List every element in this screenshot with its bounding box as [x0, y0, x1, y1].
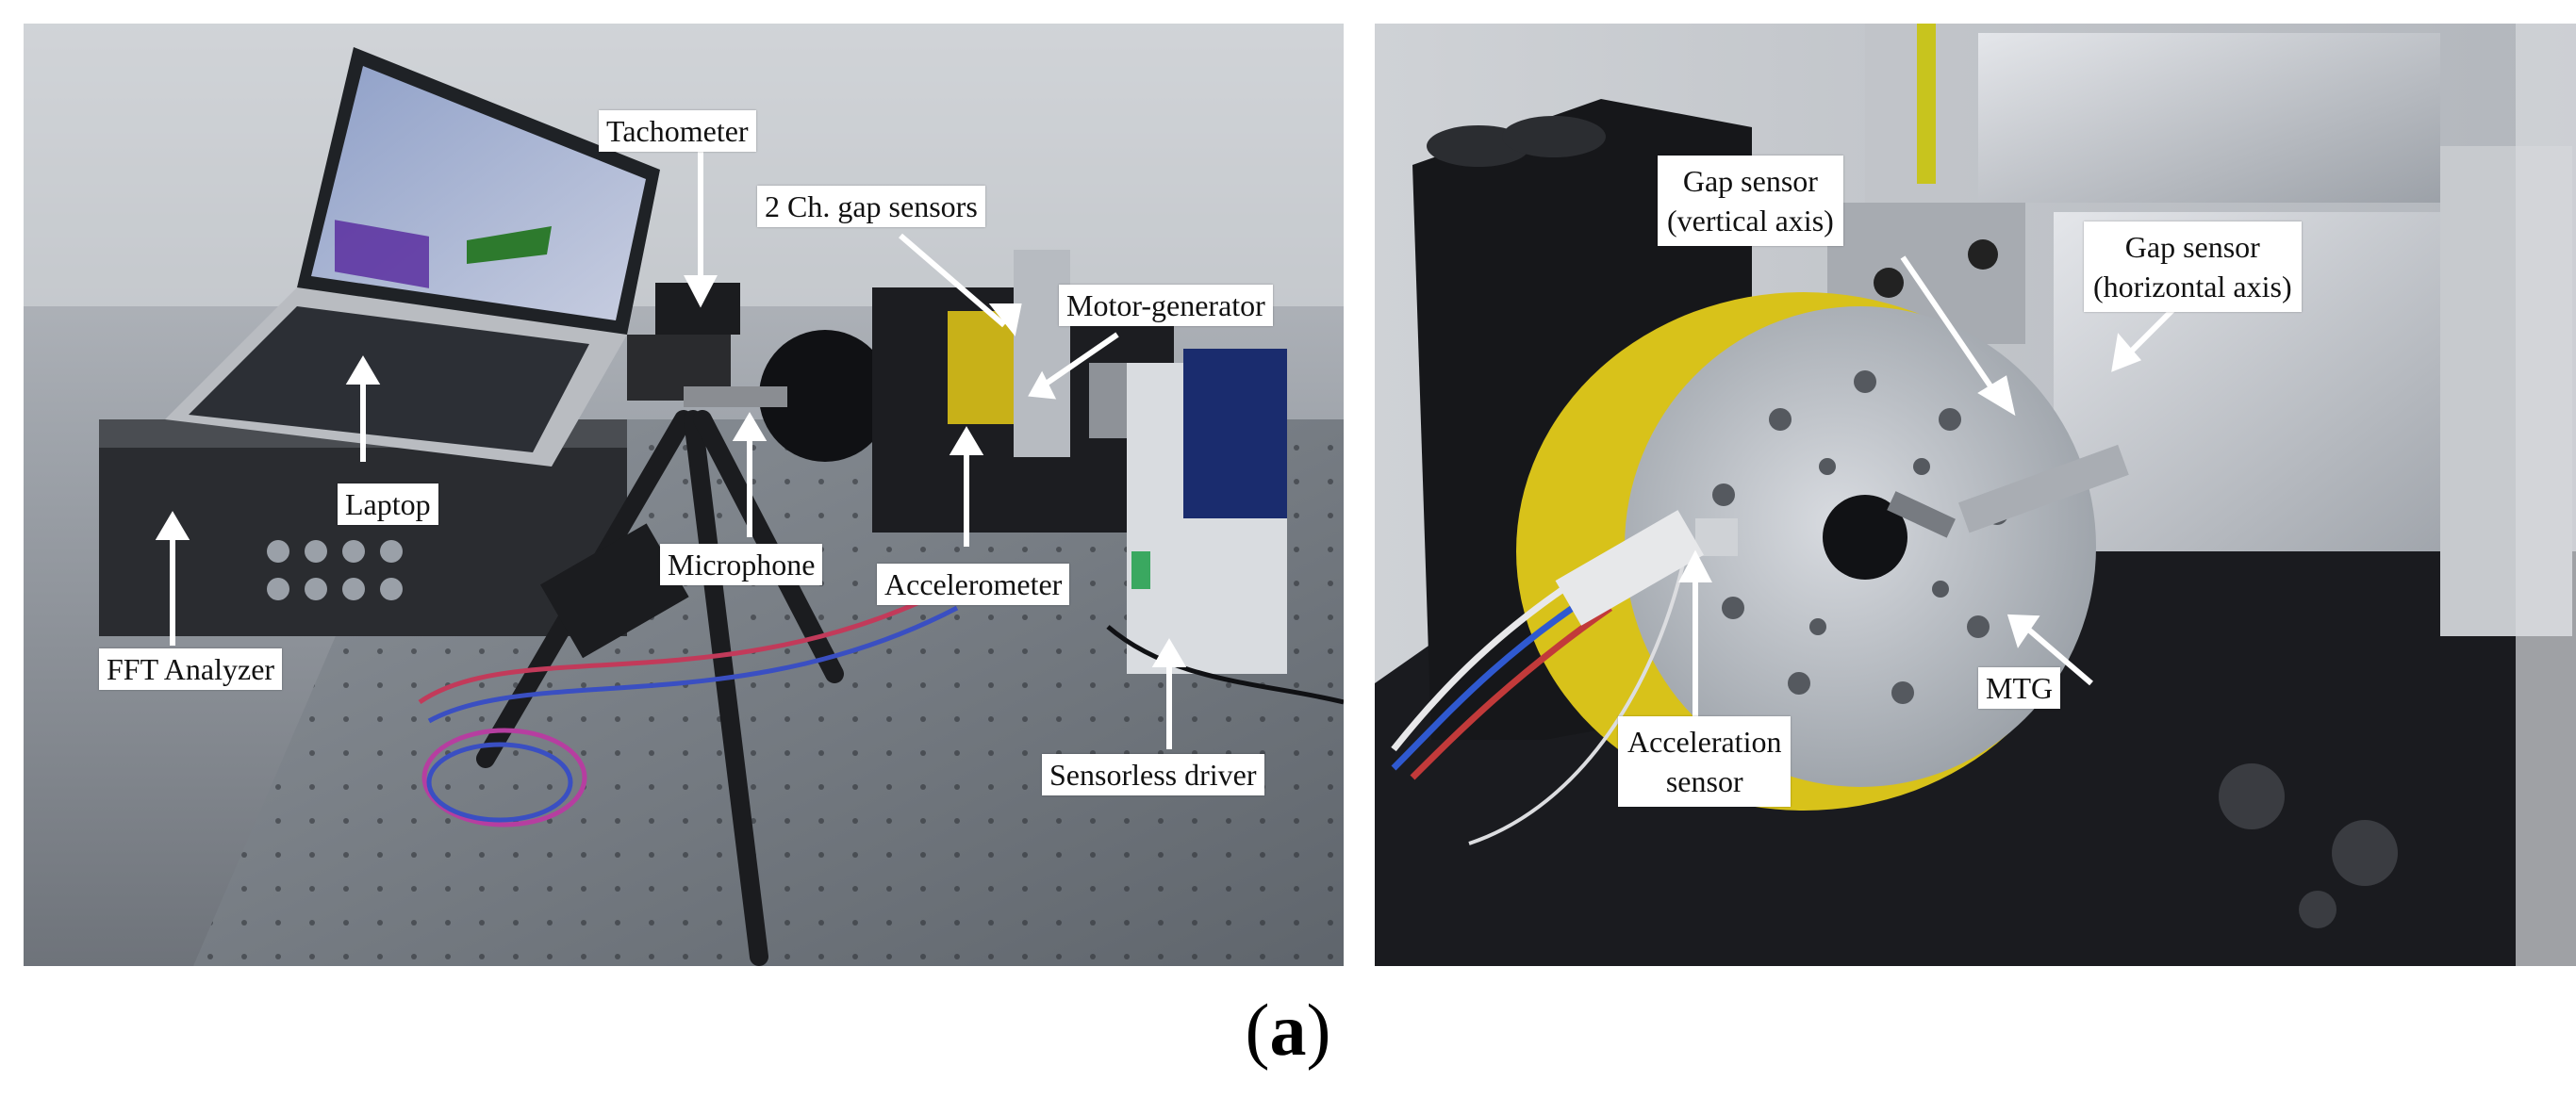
- right-photo-panel: Gap sensor (vertical axis) Gap sensor (h…: [1375, 24, 2576, 966]
- accelerometer-label: Accelerometer: [877, 564, 1070, 605]
- gap-sensor-horizontal-line1: Gap sensor: [2124, 230, 2260, 264]
- mtg-label: MTG: [1978, 667, 2061, 709]
- microphone-label: Microphone: [660, 544, 823, 585]
- rotor-closeup-photo: [1375, 24, 2576, 966]
- gap-sensor-horizontal-label: Gap sensor (horizontal axis): [2084, 221, 2302, 312]
- caption-close-paren: ): [1306, 989, 1331, 1071]
- acceleration-sensor-line2: sensor: [1665, 764, 1743, 798]
- left-photo-panel: Tachometer 2 Ch. gap sensors Motor-gener…: [24, 24, 1344, 966]
- caption-open-paren: (: [1245, 989, 1270, 1071]
- acceleration-sensor-label: Acceleration sensor: [1618, 716, 1792, 807]
- acceleration-sensor-line1: Acceleration: [1627, 725, 1782, 759]
- gap-sensor-vertical-label: Gap sensor (vertical axis): [1658, 156, 1843, 246]
- tachometer-label: Tachometer: [599, 110, 756, 152]
- laptop-label: Laptop: [338, 483, 438, 525]
- gap-sensor-horizontal-line2: (horizontal axis): [2093, 270, 2292, 303]
- fft-analyzer-label: FFT Analyzer: [99, 648, 283, 690]
- gap-sensor-vertical-line2: (vertical axis): [1667, 204, 1834, 238]
- experimental-setup-photo: [24, 24, 1344, 966]
- gap-sensors-label: 2 Ch. gap sensors: [757, 186, 985, 227]
- motor-generator-label: Motor-generator: [1059, 285, 1273, 326]
- figure-caption: (a): [0, 988, 2576, 1073]
- gap-sensor-vertical-line1: Gap sensor: [1682, 164, 1818, 198]
- caption-letter: a: [1269, 989, 1307, 1071]
- sensorless-driver-label: Sensorless driver: [1042, 754, 1264, 795]
